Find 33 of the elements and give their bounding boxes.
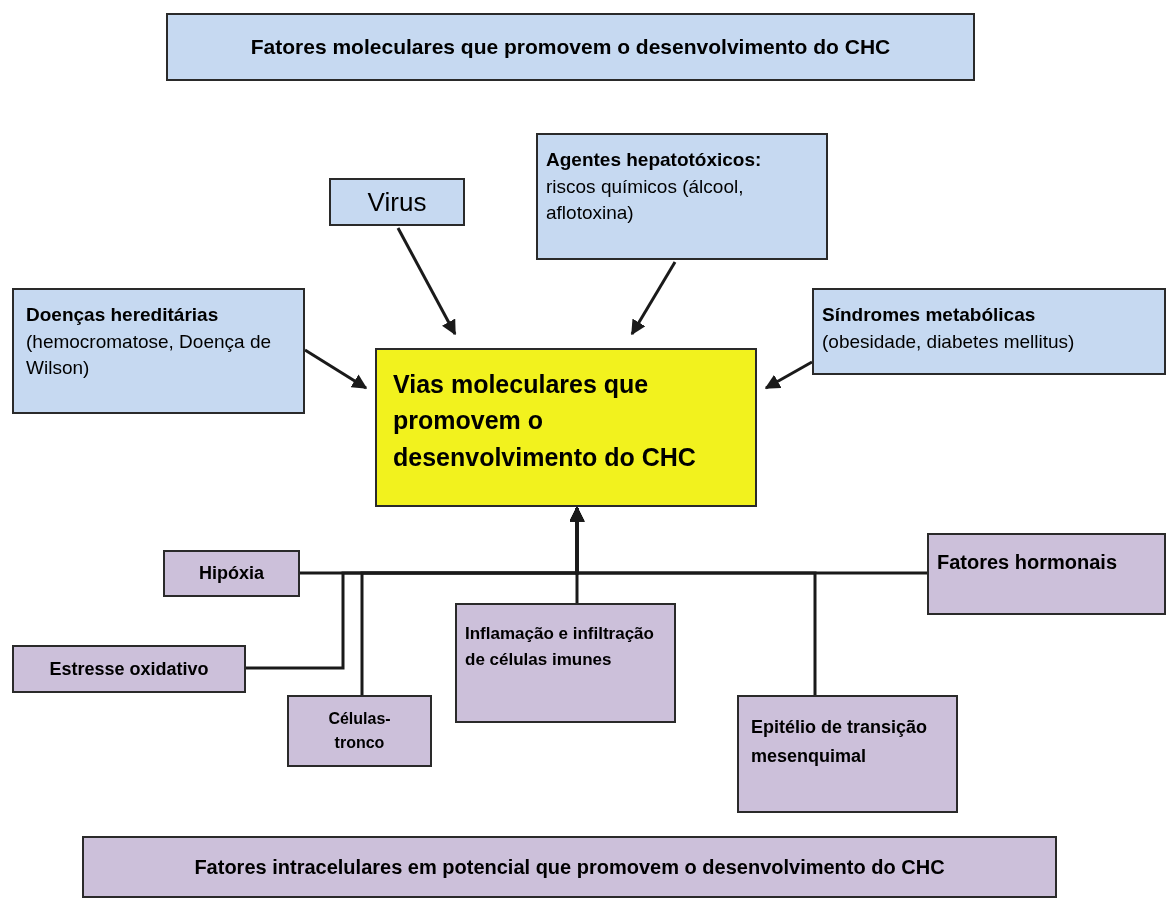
node-heading: Fatores moleculares que promovem o desenvolvimento do CHC — [250, 34, 891, 61]
node-heading: Fatores hormonais — [937, 550, 1119, 575]
factor-box — [536, 133, 828, 260]
arrow — [304, 348, 368, 390]
node-heading: Fatores intracelulares em potencial que promovem o desenvolvimento do CHC — [194, 855, 945, 880]
factor-box — [12, 288, 305, 414]
node-heading: Agentes hepatotóxicos: — [546, 148, 763, 172]
node-heading: Inflamação e infiltração de células imunes — [465, 623, 655, 671]
arrow — [764, 360, 813, 390]
node-body: (obesidade, diabetes mellitus) — [822, 329, 1076, 354]
factor-box — [287, 695, 432, 767]
title-box — [166, 13, 975, 81]
factor-box — [455, 603, 676, 723]
node-body: (hemocromatose, Doença de Wilson) — [26, 329, 272, 381]
node-heading: Células-tronco — [327, 709, 392, 753]
node-heading: Virus — [367, 185, 427, 219]
factor-box — [12, 645, 246, 693]
factor-box — [163, 550, 300, 597]
node-heading: Vias moleculares que promovem o desenvolvimento do CHC — [393, 369, 697, 473]
node-body: riscos químicos (álcool, aflotoxina) — [546, 174, 745, 226]
factor-box — [329, 178, 465, 226]
node-heading: Epitélio de transição mesenquimal — [751, 716, 929, 768]
node-heading: Síndromes metabólicas — [822, 303, 1037, 327]
central-box — [375, 348, 757, 507]
arrow — [396, 227, 457, 336]
factor-box — [927, 533, 1166, 615]
node-heading: Hipóxia — [199, 562, 264, 585]
factor-box — [812, 288, 1166, 375]
factor-box — [737, 695, 958, 813]
node-heading: Estresse oxidativo — [49, 657, 209, 681]
arrow — [630, 261, 677, 336]
node-heading: Doenças hereditárias — [26, 303, 220, 327]
title-box — [82, 836, 1057, 898]
